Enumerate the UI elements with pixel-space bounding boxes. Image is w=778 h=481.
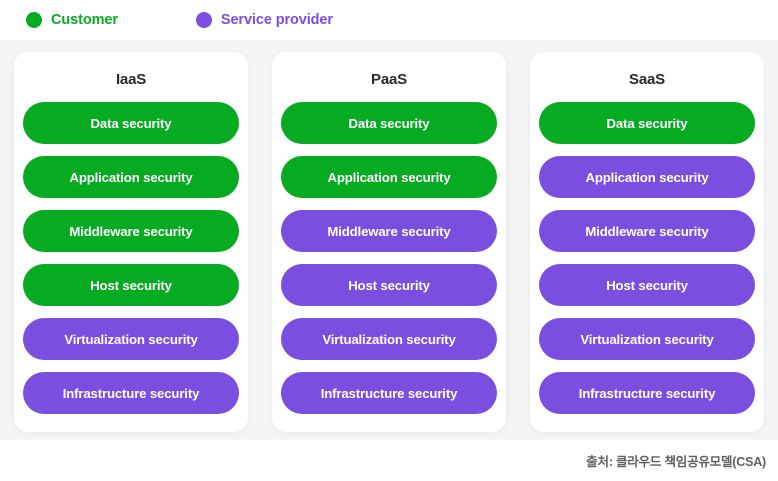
source-attribution: 출처: 클라우드 책임공유모델(CSA) [586,455,766,469]
service-model-card-row: IaaS Data security Application security … [14,52,766,432]
pill-saas-infrastructure-security: Infrastructure security [539,372,755,414]
footer: 출처: 클라우드 책임공유모델(CSA) [0,440,778,481]
card-title-iaas: IaaS [115,71,147,88]
pill-iaas-virtualization-security: Virtualization security [23,318,239,360]
pill-saas-virtualization-security: Virtualization security [539,318,755,360]
pill-paas-application-security: Application security [281,156,497,198]
legend-item-customer: Customer [26,12,118,28]
pill-saas-host-security: Host security [539,264,755,306]
pill-paas-host-security: Host security [281,264,497,306]
legend-label-service-provider: Service provider [220,11,333,28]
card-saas: SaaS Data security Application security … [530,52,764,432]
card-title-paas: PaaS [371,71,407,88]
pill-iaas-infrastructure-security: Infrastructure security [23,372,239,414]
pill-stack-paas: Data security Application security Middl… [281,94,497,414]
pill-stack-iaas: Data security Application security Middl… [23,94,239,414]
pill-paas-infrastructure-security: Infrastructure security [281,372,497,414]
pill-stack-saas: Data security Application security Middl… [539,94,755,414]
purple-dot-icon [195,12,212,28]
pill-iaas-middleware-security: Middleware security [23,210,239,252]
green-dot-icon [26,12,42,28]
pill-saas-data-security: Data security [539,102,755,144]
legend-item-service-provider: Service provider [195,11,333,28]
pill-paas-data-security: Data security [281,102,497,144]
pill-iaas-host-security: Host security [23,264,239,306]
pill-saas-middleware-security: Middleware security [539,210,755,252]
legend-label-customer: Customer [51,11,118,28]
card-paas: PaaS Data security Application security … [272,52,506,432]
pill-paas-middleware-security: Middleware security [281,210,497,252]
card-title-saas: SaaS [629,71,665,88]
legend: Customer Service provider [0,0,778,40]
pill-iaas-application-security: Application security [23,156,239,198]
pill-paas-virtualization-security: Virtualization security [281,318,497,360]
pill-iaas-data-security: Data security [23,102,239,144]
pill-saas-application-security: Application security [539,156,755,198]
card-iaas: IaaS Data security Application security … [14,52,248,432]
